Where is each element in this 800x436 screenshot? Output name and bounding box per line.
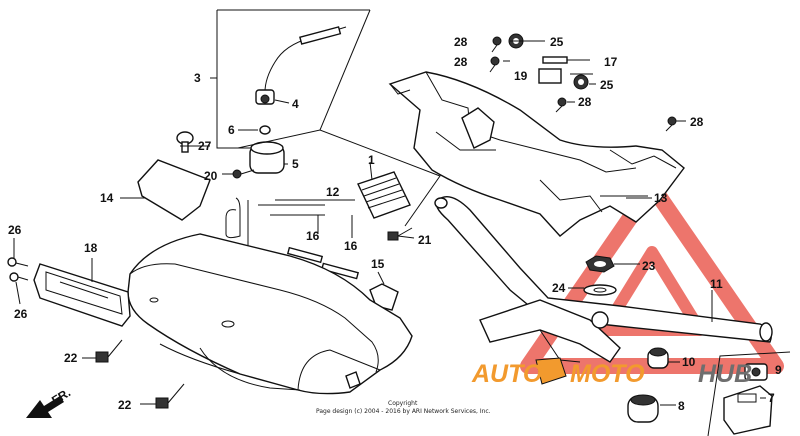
callout-8: 8 — [678, 399, 685, 413]
callout-26b: 26 — [14, 307, 28, 321]
lens-18-part — [33, 258, 131, 327]
watermark-moto: MOTO — [570, 360, 645, 388]
nut-washer-part — [583, 255, 617, 296]
callout-labels: 1 3 4 5 6 7 8 9 10 11 12 13 14 15 16 16 … — [8, 35, 782, 413]
watermark-hub: HUB — [698, 360, 752, 388]
front-arrow-icon: FR. — [26, 385, 73, 418]
bolts-22-part — [82, 339, 185, 409]
callout-19: 19 — [514, 69, 528, 83]
throttle-switch-part — [255, 26, 347, 105]
callout-7: 7 — [768, 391, 775, 405]
callout-13: 13 — [654, 191, 668, 205]
callout-4: 4 — [292, 97, 299, 111]
callout-25b: 25 — [600, 78, 614, 92]
small-fasteners — [489, 33, 677, 132]
callout-24: 24 — [552, 281, 566, 295]
callout-3: 3 — [194, 71, 201, 85]
callout-12: 12 — [326, 185, 340, 199]
switch-assembly-outline — [210, 9, 371, 149]
o-ring-part — [259, 125, 271, 135]
callout-25a: 25 — [550, 35, 564, 49]
callout-22a: 22 — [64, 351, 78, 365]
handlebar-pipe-part — [434, 196, 773, 363]
screws-26-part — [7, 238, 29, 305]
callout-28a: 28 — [454, 35, 468, 49]
watermark-text: AUTO MOTO HUB — [471, 360, 752, 388]
callout-18: 18 — [84, 241, 98, 255]
leader-lines — [180, 40, 766, 406]
copyright-line2: Page design (c) 2004 - 2016 by ARI Netwo… — [316, 408, 491, 415]
callout-28b: 28 — [454, 55, 468, 69]
plate-14-part — [120, 159, 211, 221]
callout-1: 1 — [368, 153, 375, 167]
callout-11: 11 — [710, 277, 723, 291]
callout-9: 9 — [775, 363, 782, 377]
handlebar-cover-rear — [388, 71, 685, 237]
switch-body-part — [249, 141, 288, 174]
callout-17: 17 — [604, 55, 618, 69]
callout-26a: 26 — [8, 223, 22, 237]
screw-20-part — [232, 169, 255, 179]
callout-20: 20 — [204, 169, 218, 183]
callout-14: 14 — [100, 191, 114, 205]
callout-10: 10 — [682, 355, 696, 369]
callout-28c: 28 — [578, 95, 592, 109]
callout-5: 5 — [292, 157, 299, 171]
callout-16a: 16 — [306, 229, 320, 243]
callout-28d: 28 — [690, 115, 704, 129]
callout-6: 6 — [228, 123, 235, 137]
speaker-grille-part — [237, 129, 441, 227]
callout-21: 21 — [418, 233, 432, 247]
callout-22b: 22 — [118, 398, 132, 412]
callout-27: 27 — [198, 139, 212, 153]
callout-16b: 16 — [344, 239, 358, 253]
watermark-auto: AUTO — [471, 360, 543, 388]
handlebar-cover-front — [127, 233, 413, 395]
clip-part — [176, 131, 194, 153]
hook-part — [225, 197, 241, 239]
copyright-line1: Copyright — [388, 400, 418, 407]
bolt-21-part — [387, 227, 415, 241]
bracket-part — [535, 357, 567, 385]
callout-15: 15 — [371, 257, 385, 271]
callout-23: 23 — [642, 259, 656, 273]
